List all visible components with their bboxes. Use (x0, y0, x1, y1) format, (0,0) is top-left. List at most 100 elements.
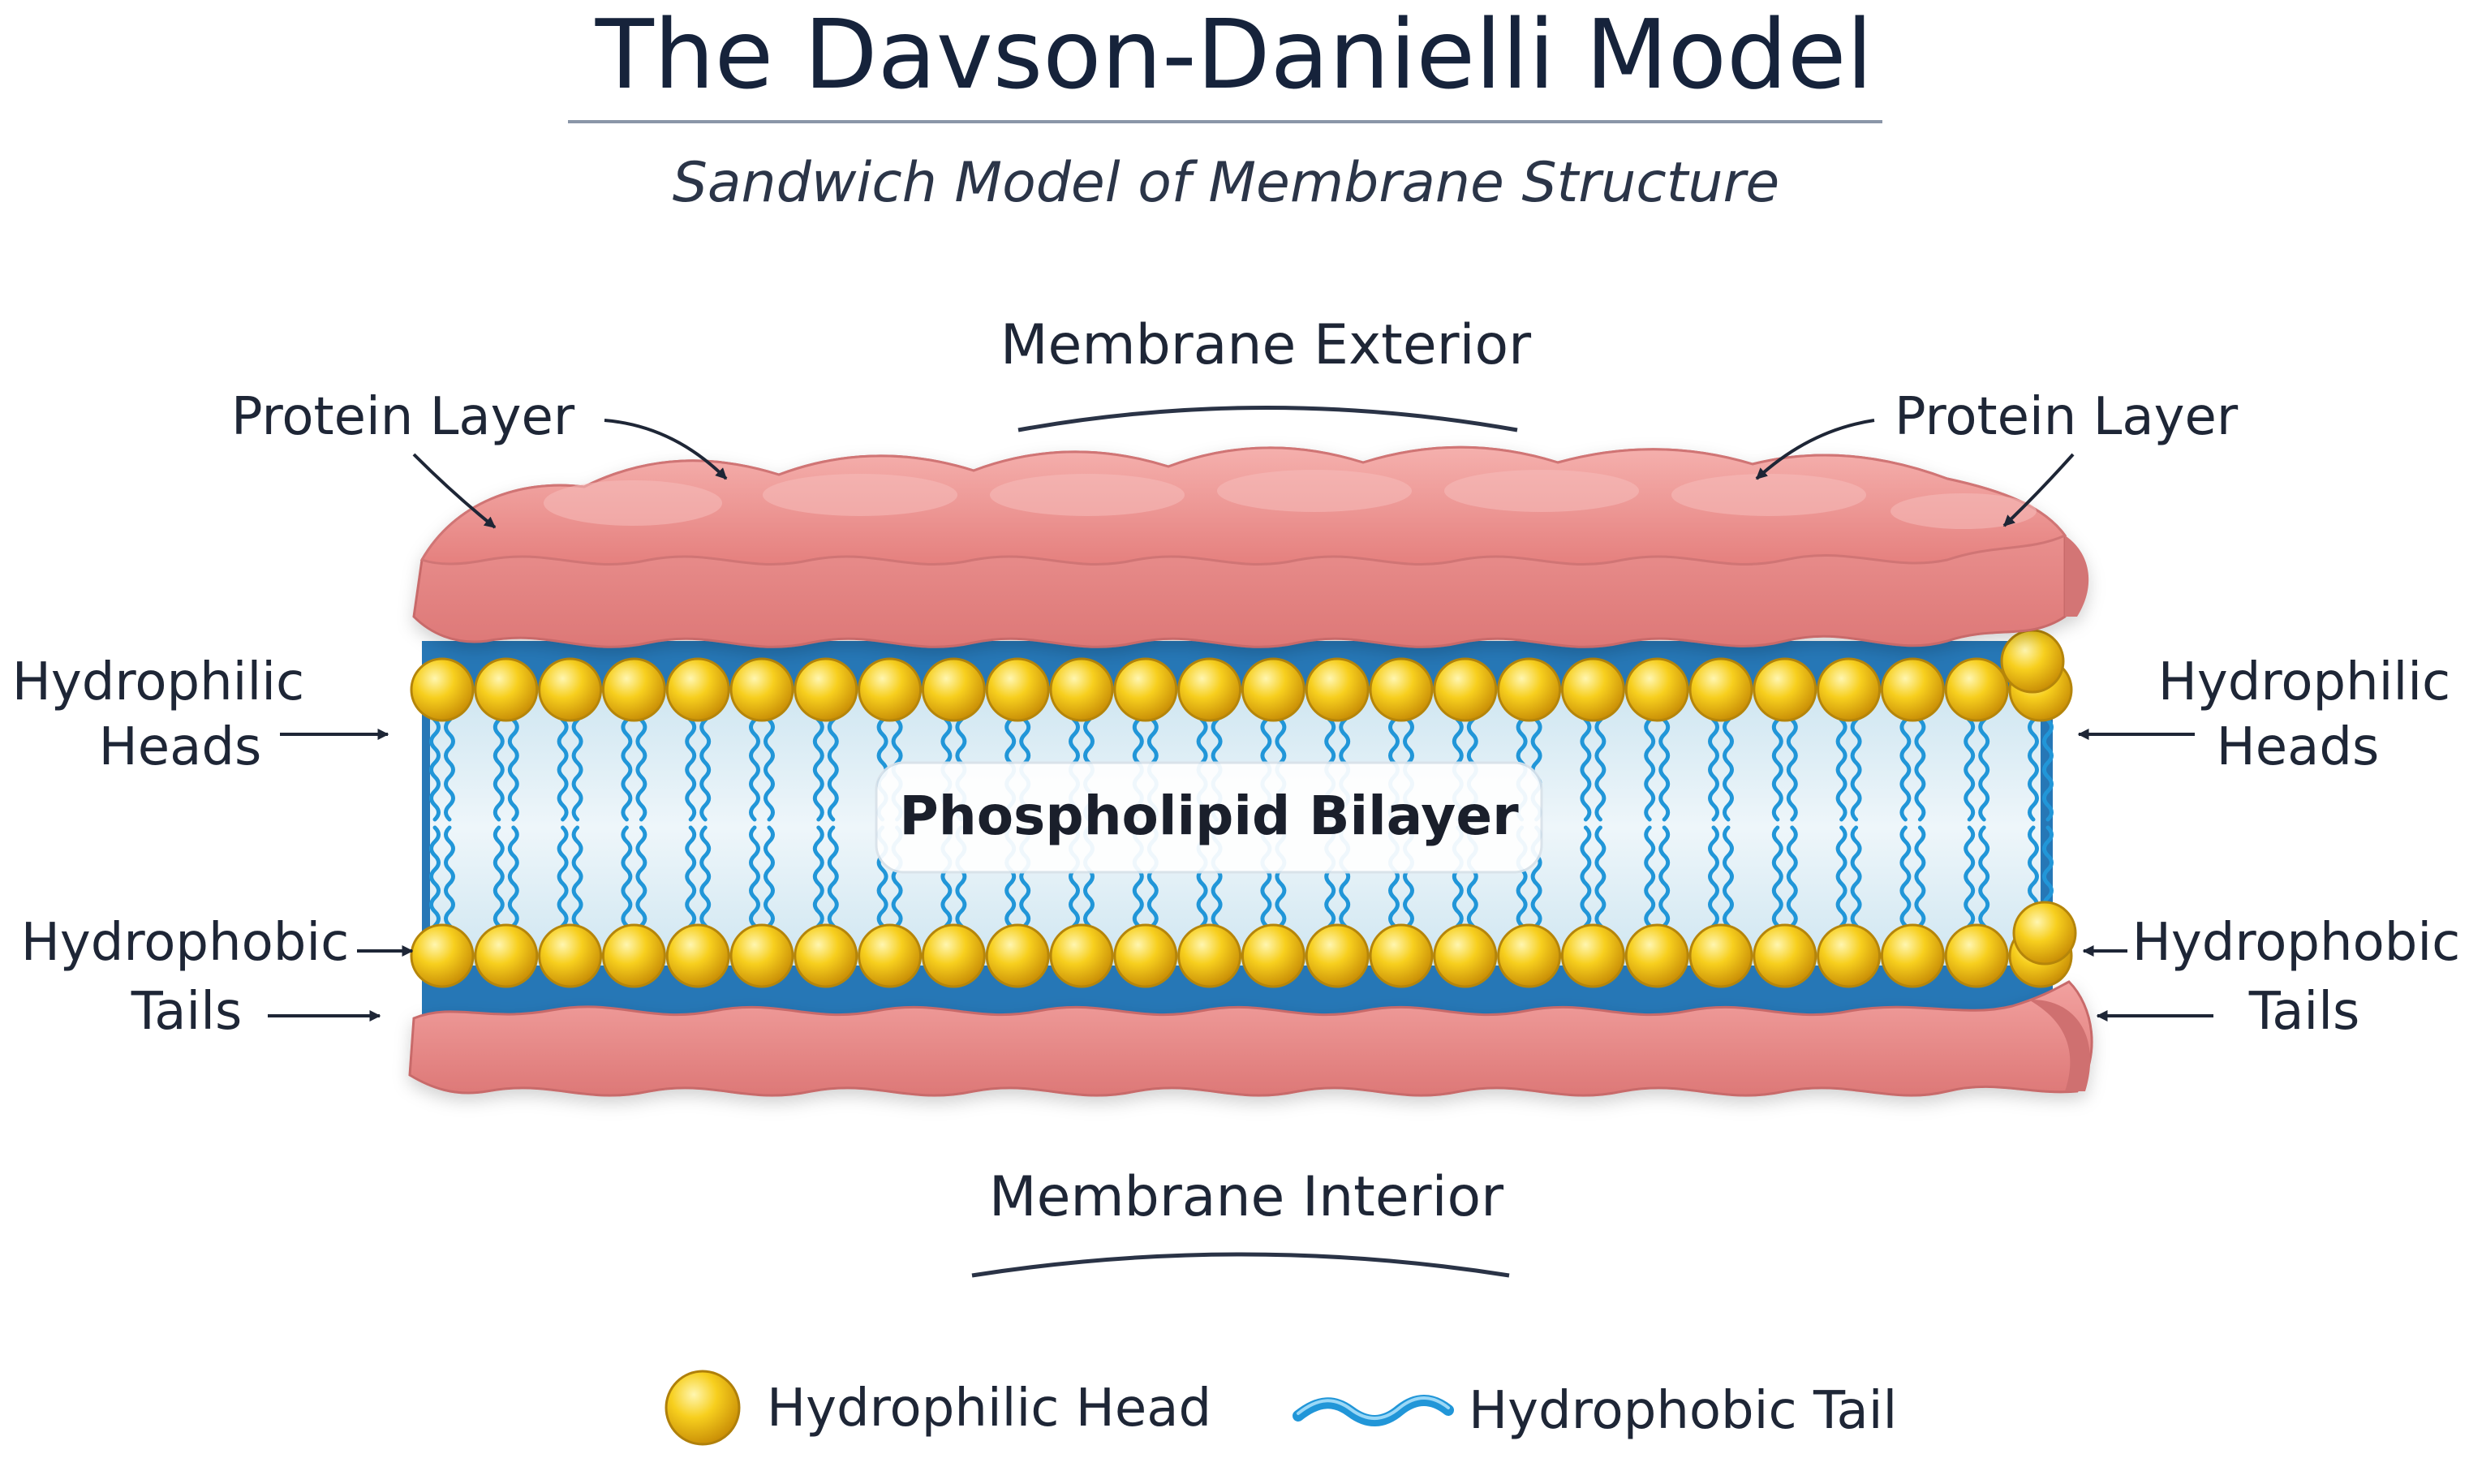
phospholipid-head (1817, 657, 1882, 722)
phospholipid-head (794, 923, 858, 988)
tail (1771, 825, 1783, 942)
phospholipid-head (1560, 657, 1625, 722)
tail (1658, 703, 1671, 822)
tail (1708, 825, 1719, 942)
bilayer-label-box: Phospholipid Bilayer (875, 761, 1543, 874)
legend-tail-icon (1293, 1395, 1454, 1426)
tail (827, 703, 839, 822)
phospholipid-head (921, 657, 986, 722)
phospholipid-head (1241, 657, 1305, 722)
tails-label-right-line1: Hydrophobic (2132, 913, 2461, 973)
protein-layer-arrow-right-2 (2002, 453, 2075, 527)
phospholipid-head (410, 657, 475, 722)
protein-layer-top (412, 445, 2089, 648)
phospholipid-head (1753, 657, 1817, 722)
legend-tail-label: Hydrophobic Tail (1469, 1381, 1897, 1441)
tail (685, 825, 697, 942)
phospholipid-head (1817, 923, 1882, 988)
phospholipid-head (2012, 901, 2077, 966)
tail (1658, 825, 1671, 942)
tail (2028, 703, 2039, 822)
tail (1850, 703, 1862, 822)
protein-layer-arrow-left-2 (412, 453, 497, 529)
phospholipid-head (1369, 657, 1434, 722)
heads-label-right-line2: Heads (2217, 717, 2380, 777)
tails-label-right-line2: Tails (2248, 982, 2360, 1042)
tail (621, 825, 633, 942)
phospholipid-head (1049, 657, 1114, 722)
tail (2042, 703, 2054, 822)
tail (507, 703, 519, 822)
tail (763, 825, 775, 942)
tail (812, 825, 824, 942)
phospholipid-head (1497, 923, 1562, 988)
tail (493, 825, 505, 942)
tail (1899, 703, 1912, 822)
phospholipid-head (1624, 657, 1689, 722)
tail (444, 825, 455, 942)
tail (1786, 703, 1798, 822)
phospholipid-head (538, 923, 603, 988)
phospholipid-head (1369, 923, 1434, 988)
tail (1644, 703, 1656, 822)
phospholipid-head (1753, 923, 1817, 988)
phospholipid-head (410, 923, 475, 988)
tail (1978, 825, 1990, 942)
tail (685, 703, 697, 822)
tail (1835, 703, 1847, 822)
tail (1723, 825, 1734, 942)
hydrophilic-heads-bottom-row (410, 901, 2077, 988)
legend: Hydrophilic Head Hydrophobic Tail (665, 1370, 1897, 1446)
phospholipid-head (1624, 923, 1689, 988)
tail (429, 825, 441, 942)
exterior-label: Membrane Exterior (1000, 313, 1531, 377)
exterior-arc (1017, 406, 1518, 432)
tail (1723, 703, 1734, 822)
tail (749, 825, 760, 942)
tail (699, 825, 712, 942)
phospholipid-head (985, 657, 1050, 722)
phospholipid-head (1433, 923, 1498, 988)
tail (635, 703, 647, 822)
phospholipid-head (1177, 923, 1242, 988)
tail (1964, 825, 1976, 942)
tail (1786, 825, 1798, 942)
tail (1964, 703, 1976, 822)
phospholipid-head (1049, 923, 1114, 988)
phospholipid-head (921, 923, 986, 988)
tail (621, 703, 633, 822)
phospholipid-head (1880, 923, 1945, 988)
phospholipid-head (474, 923, 539, 988)
tail (699, 703, 712, 822)
tail (1850, 825, 1862, 942)
phospholipid-head (2000, 629, 2065, 694)
tail (493, 703, 505, 822)
phospholipid-head (474, 657, 539, 722)
phospholipid-head (1177, 657, 1242, 722)
tail (1771, 703, 1783, 822)
phospholipid-head (858, 657, 923, 722)
heads-label-right-line1: Hydrophilic (2158, 652, 2450, 712)
tail (1899, 825, 1912, 942)
phospholipid-head (1944, 657, 2009, 722)
heads-label-left-line2: Heads (99, 717, 262, 777)
tail (1914, 825, 1926, 942)
legend-head-icon (665, 1370, 741, 1446)
legend-head-label: Hydrophilic Head (767, 1379, 1211, 1439)
phospholipid-head (794, 657, 858, 722)
phospholipid-head (1688, 657, 1753, 722)
phospholipid-head (1113, 657, 1178, 722)
tail (1835, 825, 1847, 942)
page-title: The Davson-Danielli Model (595, 0, 1873, 110)
tail (1914, 703, 1926, 822)
phospholipid-head (665, 657, 730, 722)
tail (1594, 825, 1607, 942)
phospholipid-head (538, 657, 603, 722)
tail (1594, 703, 1607, 822)
tail (827, 825, 839, 942)
tail (571, 703, 583, 822)
tail (1978, 703, 1990, 822)
protein-layer-label-right: Protein Layer (1895, 387, 2239, 447)
phospholipid-head (1880, 657, 1945, 722)
phospholipid-head (985, 923, 1050, 988)
